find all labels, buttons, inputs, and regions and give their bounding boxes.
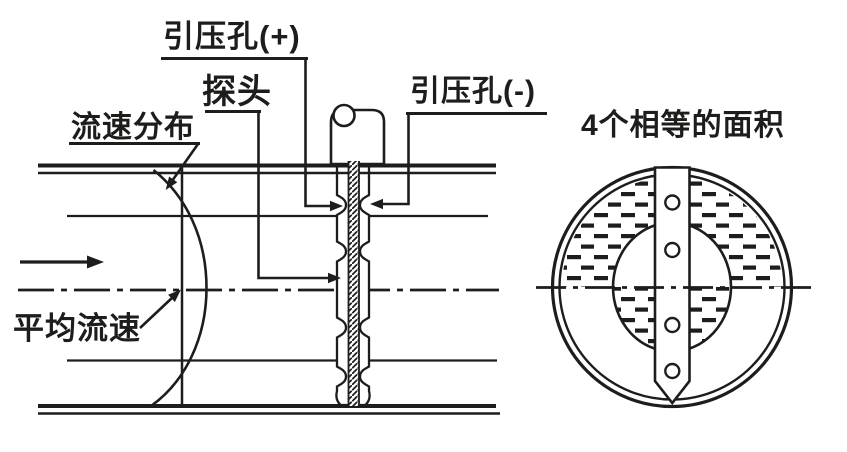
label-velocity-distribution: 流速分布 bbox=[71, 111, 195, 144]
leader-pressure-tap-plus bbox=[161, 57, 343, 212]
label-probe: 探头 bbox=[202, 73, 272, 111]
leader-average-velocity bbox=[139, 289, 181, 329]
label-four-equal-areas: 4个相等的面积 bbox=[581, 108, 785, 142]
arrowhead-average-velocity-icon bbox=[168, 289, 181, 302]
probe-core-hatch bbox=[348, 161, 359, 406]
probe-sensing-hole-2 bbox=[664, 241, 681, 259]
averaging-pitot-probe bbox=[329, 103, 386, 407]
pipe-side-view bbox=[18, 163, 500, 415]
probe-bar bbox=[653, 166, 691, 406]
leader-pressure-tap-minus bbox=[370, 112, 547, 210]
label-pressure-tap-minus: 引压孔(-) bbox=[410, 75, 536, 108]
arrowhead-pressure-tap-minus-icon bbox=[370, 198, 383, 210]
leader-probe bbox=[205, 110, 341, 284]
pipe-cross-section-view bbox=[536, 165, 814, 409]
probe-sensing-hole-1 bbox=[664, 194, 681, 211]
flow-direction-arrow bbox=[20, 255, 104, 269]
annotations bbox=[69, 57, 547, 329]
arrowhead-probe-icon bbox=[328, 272, 341, 284]
probe-sensing-hole-4 bbox=[664, 362, 681, 380]
label-average-velocity: 平均流速 bbox=[13, 311, 141, 346]
flow-arrowhead-icon bbox=[87, 255, 104, 269]
velocity-profile-curve bbox=[150, 168, 208, 408]
leader-velocity-distribution bbox=[69, 142, 200, 190]
probe-sensing-hole-3 bbox=[664, 316, 681, 334]
probe-head-knob bbox=[332, 103, 356, 128]
arrowhead-velocity-distribution-icon bbox=[165, 176, 178, 190]
label-pressure-tap-plus: 引压孔(+) bbox=[163, 19, 301, 54]
hatch-upper-annulus bbox=[562, 177, 782, 287]
arrowhead-pressure-tap-plus-icon bbox=[330, 200, 343, 212]
